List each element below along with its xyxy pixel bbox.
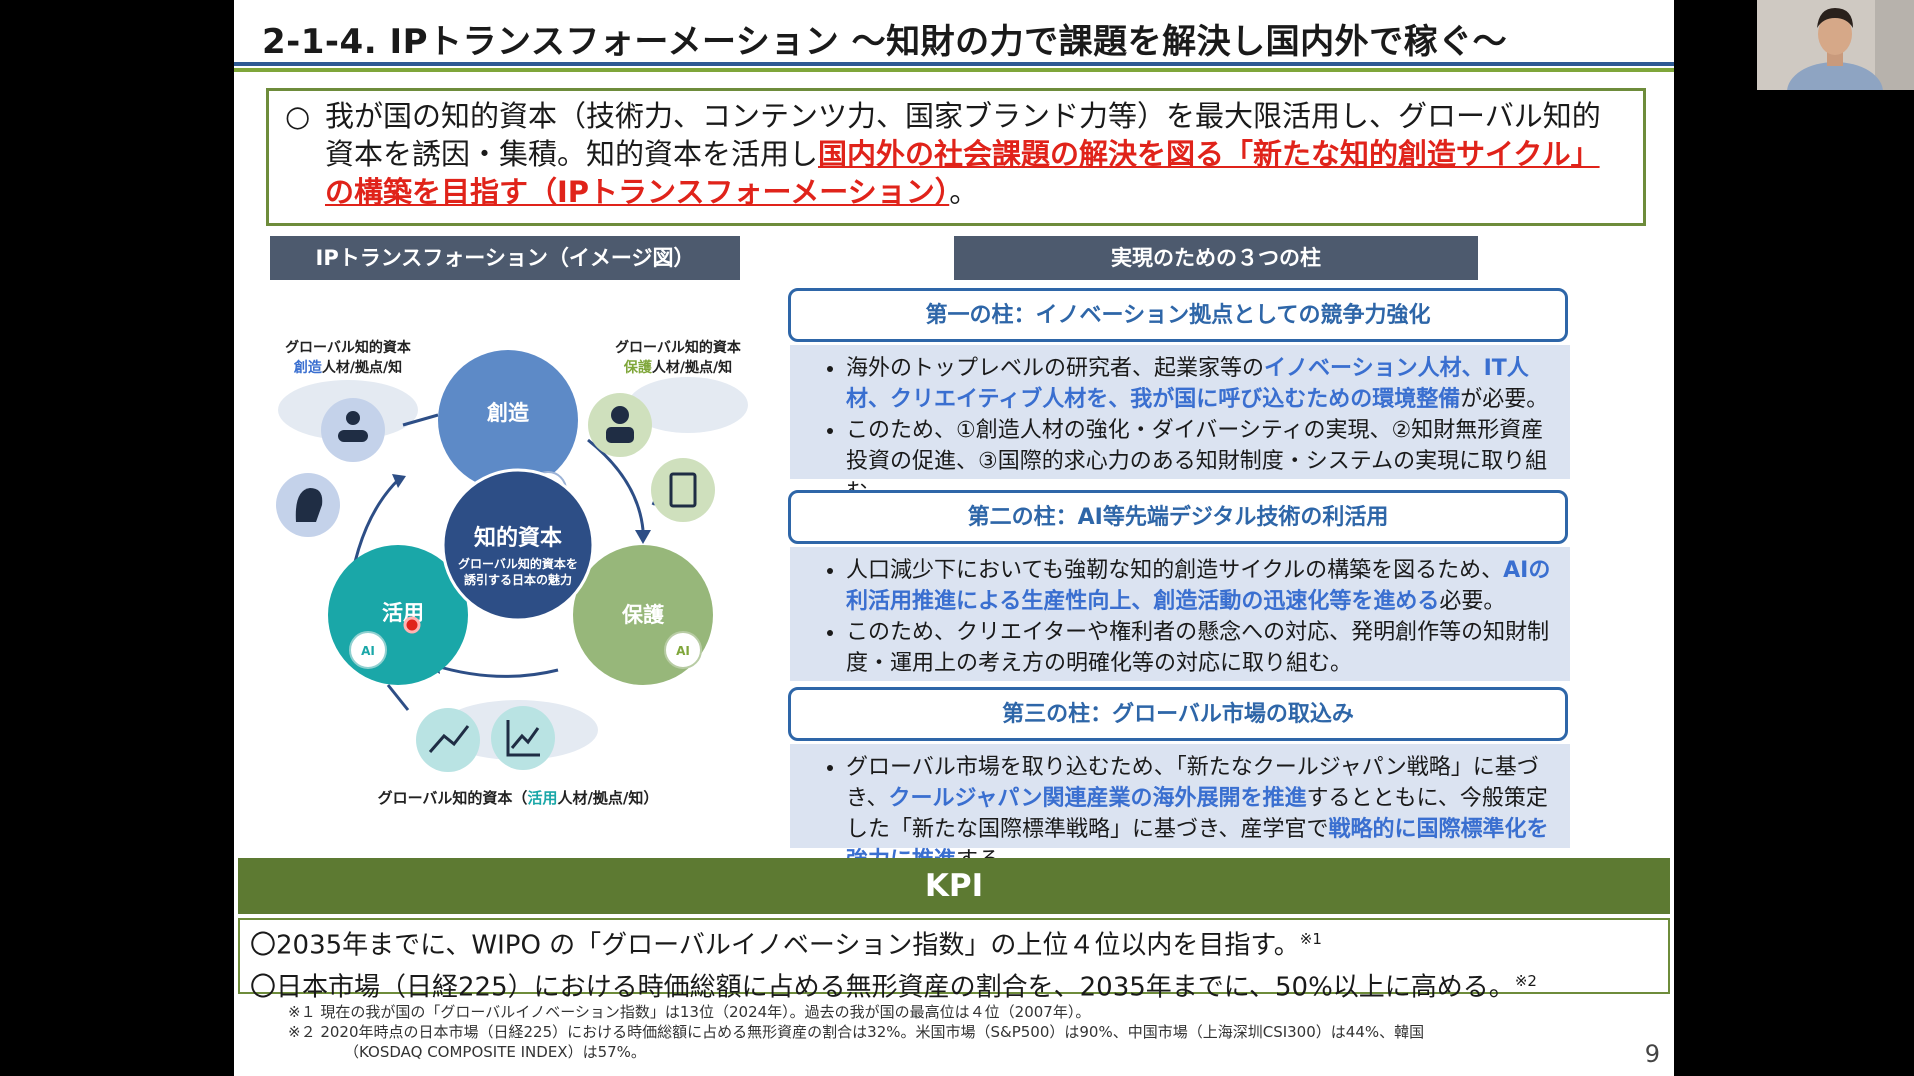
ai-badge-protect <box>664 631 702 669</box>
arrow-create-to-protect <box>587 438 645 531</box>
expert-icon <box>588 393 652 457</box>
circle-create <box>438 350 578 490</box>
circle-create-label: 創造 <box>487 401 530 425</box>
circle-intellectual-capital <box>441 468 595 622</box>
presentation-slide: 2-1-4. IPトランスフォーメーション ～知財の力で課題を解決し国内外で稼ぐ… <box>234 0 1674 1076</box>
ip-transformation-diagram: グローバル知的資本 創造人材/拠点/知 グローバル知的資本 保護人材/拠点/知 … <box>258 290 778 830</box>
pillar-3-body: グローバル市場を取り込むため、「新たなクールジャパン戦略」に基づき、クールジャパ… <box>790 744 1570 873</box>
pillar-2-title: 第二の柱：AI等先端デジタル技術の利活用 <box>788 490 1568 544</box>
pillars-header: 実現のための３つの柱 <box>954 236 1478 280</box>
page-number: 9 <box>1644 1040 1660 1068</box>
pillar-1-title: 第一の柱：イノベーション拠点としての競争力強化 <box>788 288 1568 342</box>
cycle-diagram-svg: グローバル知的資本 創造人材/拠点/知 グローバル知的資本 保護人材/拠点/知 … <box>276 339 748 807</box>
summary-box: ○ 我が国の知的資本（技術力、コンテンツ力、国家ブランド力等）を最大限活用し、グ… <box>266 88 1646 226</box>
slide-title: 2-1-4. IPトランスフォーメーション ～知財の力で課題を解決し国内外で稼ぐ… <box>262 22 1508 62</box>
pillar-1-bullet-2: このため、①創造人材の強化・ダイバーシティの実現、②知財無形資産投資の促進、③国… <box>846 415 1556 508</box>
footnote-2-cont: （KOSDAQ COMPOSITE INDEX）は57%。 <box>344 1043 646 1061</box>
label-protect-global: グローバル知的資本 <box>615 339 742 356</box>
icon-group-create <box>276 398 385 537</box>
pillar-2-bullet-1: 人口減少下においても強靭な知的創造サイクルの構築を図るため、AIの利活用推進によ… <box>846 555 1556 617</box>
summary-text: 我が国の知的資本（技術力、コンテンツ力、国家ブランド力等）を最大限活用し、グロー… <box>325 99 1601 171</box>
participant-video-thumbnail[interactable] <box>1757 0 1914 90</box>
ai-badge-protect-label: AI <box>676 644 690 658</box>
icon-group-protect <box>588 393 715 522</box>
pillar-1-body: 海外のトップレベルの研究者、起業家等のイノベーション人材、IT人材、クリエイティ… <box>790 345 1570 505</box>
footnote-1: ※１ 現在の我が国の「グローバルイノベーション指数」は13位（2024年）。過去… <box>288 1003 1091 1021</box>
center-sub-2: 誘引する日本の魅力 <box>464 572 572 587</box>
pointer-dot <box>403 616 421 634</box>
label-utilize-global: グローバル知的資本（活用人材/拠点/知） <box>378 789 659 807</box>
arrow-icon-to-utilize <box>386 684 410 711</box>
summary-end: 。 <box>949 175 979 209</box>
title-rule-green <box>234 68 1674 72</box>
title-rule-blue <box>234 62 1674 66</box>
kpi-line-2: 〇日本市場（日経225）における時価総額に占める無形資産の割合を、2035年まで… <box>250 971 1537 1003</box>
summary-highlight: 国内外の社会課題の解決を図る「新たな知的創造サイクル」の構築を目指す（IPトラン… <box>325 137 1600 209</box>
arrow-protect-to-utilize <box>432 663 559 678</box>
clipboard-icon <box>651 458 715 522</box>
diagram-header: IPトランスフォーション（イメージ図） <box>270 236 740 280</box>
arrow-icon-to-create <box>402 413 439 427</box>
center-title: 知的資本 <box>474 525 562 551</box>
participant-avatar <box>1757 0 1914 90</box>
pillar-2-body: 人口減少下においても強靭な知的創造サイクルの構築を図るため、AIの利活用推進によ… <box>790 547 1570 681</box>
kpi-box: 〇2035年までに、WIPO の「グローバルイノベーション指数」の上位４位以内を… <box>238 918 1670 1002</box>
circle-protect-label: 保護 <box>621 603 665 627</box>
label-create-detail: 創造人材/拠点/知 <box>293 359 402 376</box>
ai-badge-utilize-label: AI <box>361 644 375 658</box>
label-create-global: グローバル知的資本 <box>285 339 412 356</box>
pillar-1-bullet-1: 海外のトップレベルの研究者、起業家等のイノベーション人材、IT人材、クリエイティ… <box>846 353 1556 415</box>
pillar-2-bullet-2: このため、クリエイターや権利者の懸念への対応、発明創作等の知財制度・運用上の考え… <box>846 617 1556 679</box>
kpi-line-1: 〇2035年までに、WIPO の「グローバルイノベーション指数」の上位４位以内を… <box>250 930 1322 961</box>
footnotes: ※１ 現在の我が国の「グローバルイノベーション指数」は13位（2024年）。過去… <box>288 1002 1648 1062</box>
ai-badge-utilize <box>349 631 387 669</box>
pillar-3-title: 第三の柱：グローバル市場の取込み <box>788 687 1568 741</box>
center-sub-1: グローバル知的資本を <box>458 556 578 571</box>
kpi-header: KPI <box>238 858 1670 914</box>
label-protect-detail: 保護人材/拠点/知 <box>623 359 732 376</box>
summary-bullet: ○ <box>285 99 311 133</box>
icon-group-utilize <box>416 706 555 772</box>
footnote-2: ※２ 2020年時点の日本市場（日経225）における時価総額に占める無形資産の割… <box>288 1023 1425 1041</box>
